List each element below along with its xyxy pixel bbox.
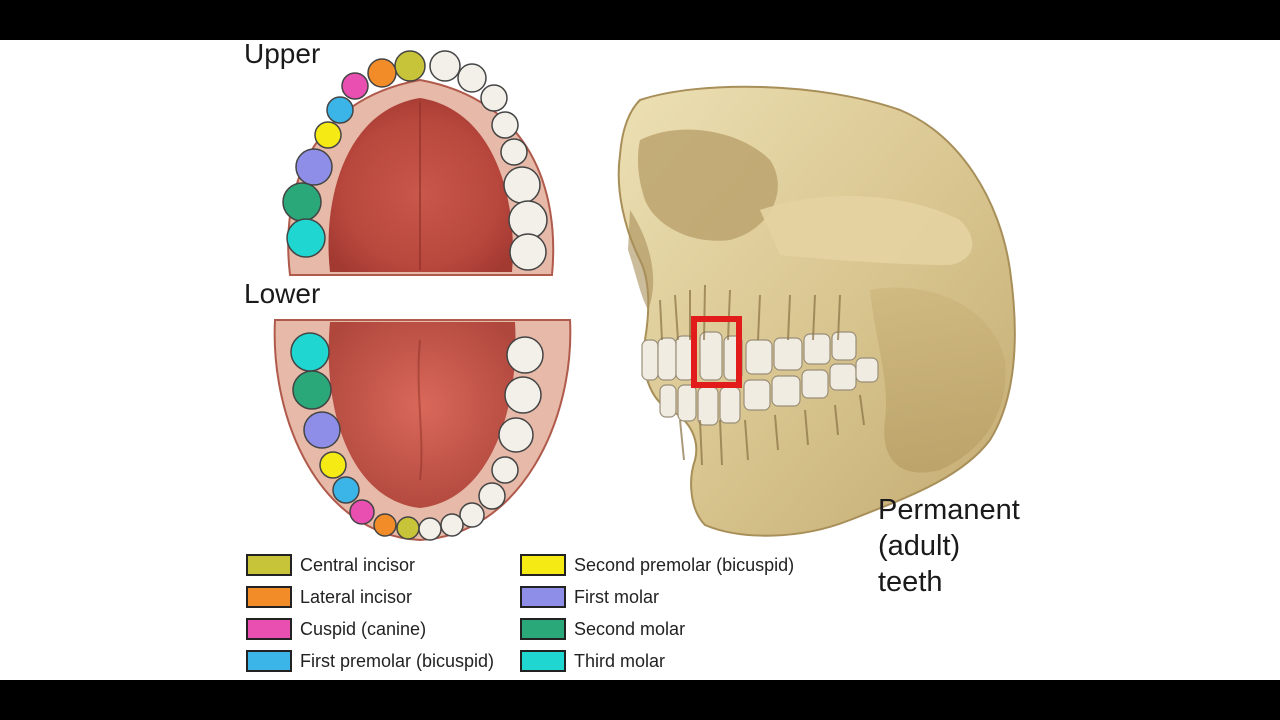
legend-item-first-molar: First molar <box>520 584 659 610</box>
skull-upper-tooth-8 <box>803 333 831 365</box>
skull-upper-teeth <box>641 331 857 381</box>
lower-tooth-5 <box>332 476 360 504</box>
lower-jaw-label: Lower <box>244 278 321 309</box>
legend-item-central-incisor: Central incisor <box>246 552 415 578</box>
cheekbone <box>760 196 973 265</box>
legend-item-first-premolar: First premolar (bicuspid) <box>246 648 494 674</box>
legend-label: Second molar <box>574 618 686 639</box>
legend: Central incisor Lateral incisor Cuspid (… <box>246 552 846 680</box>
upper-tooth-2 <box>367 58 397 88</box>
upper-tooth-4 <box>326 96 354 124</box>
letterbox-top <box>0 0 1280 40</box>
swatch-second-premolar <box>520 554 566 576</box>
permanent-teeth-title: Permanent (adult) teeth <box>878 492 1078 600</box>
lower-tooth-3 <box>303 411 341 449</box>
lower-tooth-right-6 <box>459 502 485 528</box>
tooth-roots <box>659 284 865 466</box>
skull <box>617 85 1016 537</box>
swatch-third-molar <box>520 650 566 672</box>
title-line-1: Permanent <box>878 494 1020 526</box>
skull-upper-tooth-4 <box>699 331 723 381</box>
lower-tooth-right-3 <box>498 417 534 453</box>
highlight-box <box>691 316 742 388</box>
letterbox-bottom <box>0 680 1280 720</box>
legend-item-cuspid: Cuspid (canine) <box>246 616 426 642</box>
skull-lower-tooth-7 <box>801 369 829 399</box>
mandible-ramus <box>870 287 1006 473</box>
upper-tooth-6 <box>295 148 333 186</box>
legend-item-second-premolar: Second premolar (bicuspid) <box>520 552 794 578</box>
diagram-canvas: Upper Lower Permanent (adult) teeth Cent… <box>0 40 1280 680</box>
legend-label: First premolar (bicuspid) <box>300 650 495 671</box>
skull-upper-tooth-2 <box>657 337 677 381</box>
skull-lower-tooth-3 <box>697 386 719 426</box>
legend-label: Second premolar (bicuspid) <box>574 554 795 575</box>
skull-upper-tooth-6 <box>745 339 773 375</box>
legend-label: Lateral incisor <box>300 586 413 607</box>
upper-tooth-right-8 <box>509 233 547 271</box>
upper-tooth-right-2 <box>457 63 487 93</box>
skull-lower-tooth-9 <box>855 357 879 383</box>
skull-upper-tooth-9 <box>831 331 857 361</box>
lower-tooth-6 <box>349 499 375 525</box>
upper-tooth-right-5 <box>500 138 528 166</box>
skull-upper-tooth-1 <box>641 339 659 381</box>
upper-tooth-3 <box>341 72 369 100</box>
skull-lower-tooth-1 <box>659 384 677 418</box>
upper-tooth-5 <box>314 121 342 149</box>
upper-jaw <box>282 50 555 276</box>
lower-tooth-right-4 <box>491 456 519 484</box>
legend-item-second-molar: Second molar <box>520 616 685 642</box>
swatch-first-molar <box>520 586 566 608</box>
lower-tooth-7 <box>373 513 397 537</box>
upper-jaw-label: Upper <box>244 40 321 69</box>
lower-teeth-left <box>290 332 420 540</box>
legend-label: Central incisor <box>300 554 416 575</box>
upper-tooth-right-3 <box>480 84 508 112</box>
title-line-3: teeth <box>878 566 943 598</box>
tongue-groove <box>417 339 423 481</box>
swatch-cuspid <box>246 618 292 640</box>
swatch-second-molar <box>520 618 566 640</box>
lower-teeth-right <box>418 336 544 541</box>
legend-item-lateral-incisor: Lateral incisor <box>246 584 412 610</box>
skull-lower-tooth-8 <box>829 363 857 391</box>
lower-tooth-right-2 <box>504 376 542 414</box>
legend-label: Cuspid (canine) <box>300 618 427 639</box>
lower-tooth-right-5 <box>478 482 506 510</box>
lower-jaw <box>273 319 572 542</box>
lower-tooth-8 <box>396 516 420 540</box>
skull-lower-tooth-6 <box>771 375 801 407</box>
lower-tooth-4 <box>319 451 347 479</box>
upper-tooth-right-4 <box>491 111 519 139</box>
upper-tooth-right-6 <box>503 166 541 204</box>
lower-tooth-1 <box>290 332 330 372</box>
skull-lower-tooth-2 <box>677 384 697 422</box>
upper-tooth-7 <box>282 182 322 222</box>
lower-tooth-right-1 <box>506 336 544 374</box>
nasal-cavity <box>628 210 654 310</box>
skull-lower-teeth <box>659 357 879 426</box>
upper-teeth-left <box>282 50 426 258</box>
legend-item-third-molar: Third molar <box>520 648 665 674</box>
swatch-lateral-incisor <box>246 586 292 608</box>
eye-socket <box>637 129 778 241</box>
lower-tooth-2 <box>292 370 332 410</box>
upper-tooth-right-1 <box>429 50 461 82</box>
skull-lower-tooth-5 <box>743 379 771 411</box>
swatch-first-premolar <box>246 650 292 672</box>
upper-tooth-1 <box>394 50 426 82</box>
title-line-2: (adult) <box>878 530 961 562</box>
skull-lower-tooth-4 <box>719 386 741 424</box>
legend-label: Third molar <box>574 650 666 671</box>
swatch-central-incisor <box>246 554 292 576</box>
legend-label: First molar <box>574 586 659 607</box>
lower-tooth-right-8 <box>418 517 442 541</box>
upper-teeth-right <box>429 50 548 271</box>
upper-tooth-8 <box>286 218 326 258</box>
tongue <box>328 322 516 508</box>
dental-illustration <box>273 50 1016 542</box>
skull-upper-tooth-7 <box>773 337 803 371</box>
lower-tooth-right-7 <box>440 513 464 537</box>
